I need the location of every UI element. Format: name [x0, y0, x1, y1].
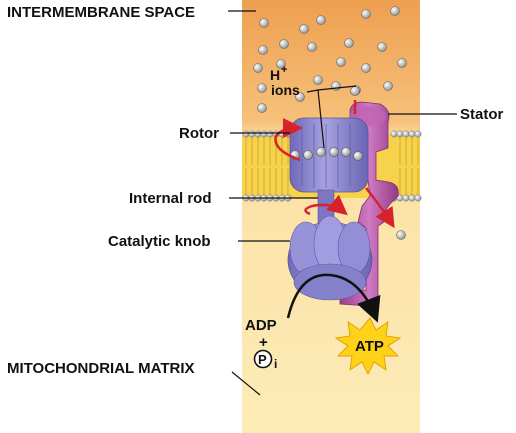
- label-rotor: Rotor: [179, 125, 219, 142]
- label-h-ions-h: H: [270, 67, 280, 83]
- label-plus: +: [259, 334, 268, 351]
- rotation-arrows: [274, 100, 395, 229]
- label-internal-rod: Internal rod: [129, 190, 212, 207]
- label-mitochondrial-matrix: MITOCHONDRIAL MATRIX: [7, 360, 195, 377]
- label-intermembrane-space: INTERMEMBRANE SPACE: [7, 4, 195, 21]
- label-pi-p: P: [258, 352, 267, 367]
- label-stator: Stator: [460, 106, 504, 123]
- atp-starburst: [334, 317, 402, 376]
- synthesis-arrow: [286, 273, 381, 323]
- label-h-ions-plus: +: [281, 64, 287, 76]
- label-catalytic-knob: Catalytic knob: [108, 233, 211, 250]
- label-adp: ADP: [245, 317, 277, 334]
- label-h-ions-word: ions: [271, 82, 300, 98]
- label-atp: ATP: [355, 338, 384, 355]
- label-pi-sub: i: [274, 357, 277, 371]
- pi-circle: [253, 349, 273, 369]
- leader-lines: [228, 10, 457, 396]
